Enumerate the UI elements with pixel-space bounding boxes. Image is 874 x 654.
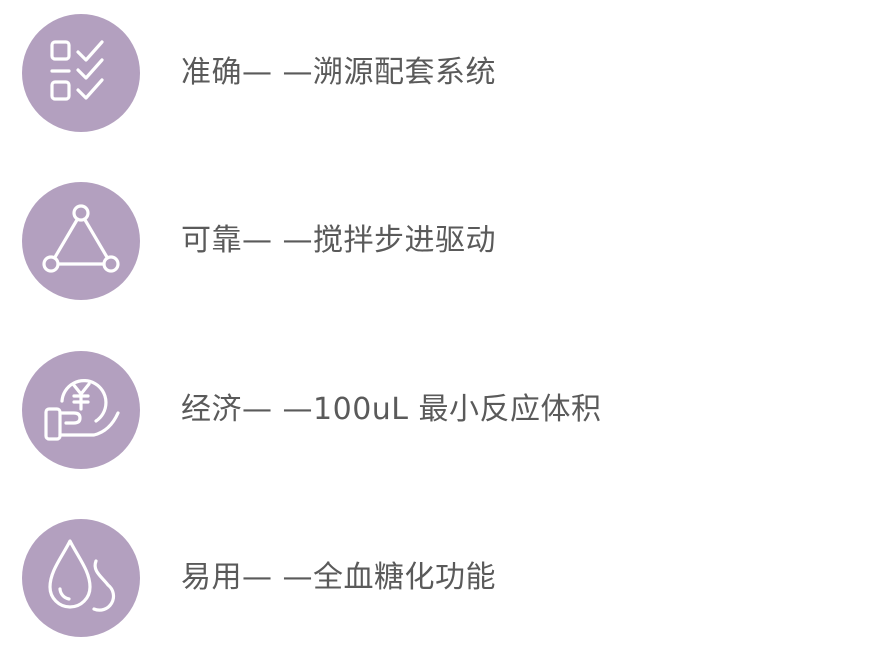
- water-drops-icon: [22, 519, 140, 637]
- triangle-nodes-icon: [22, 182, 140, 300]
- feature-economic: 经济— —100uL 最小反应体积: [22, 351, 602, 469]
- feature-reliable: 可靠— —搅拌步进驱动: [22, 182, 496, 300]
- feature-accurate: 准确— —溯源配套系统: [22, 14, 496, 132]
- checklist-icon: [22, 14, 140, 132]
- feature-text: 经济— —100uL 最小反应体积: [181, 392, 602, 427]
- hand-coin-yen-icon: [22, 351, 140, 469]
- feature-text: 准确— —溯源配套系统: [181, 55, 497, 90]
- feature-text: 易用— —全血糖化功能: [181, 560, 497, 595]
- feature-text: 可靠— —搅拌步进驱动: [181, 223, 497, 258]
- feature-easy: 易用— —全血糖化功能: [22, 519, 496, 637]
